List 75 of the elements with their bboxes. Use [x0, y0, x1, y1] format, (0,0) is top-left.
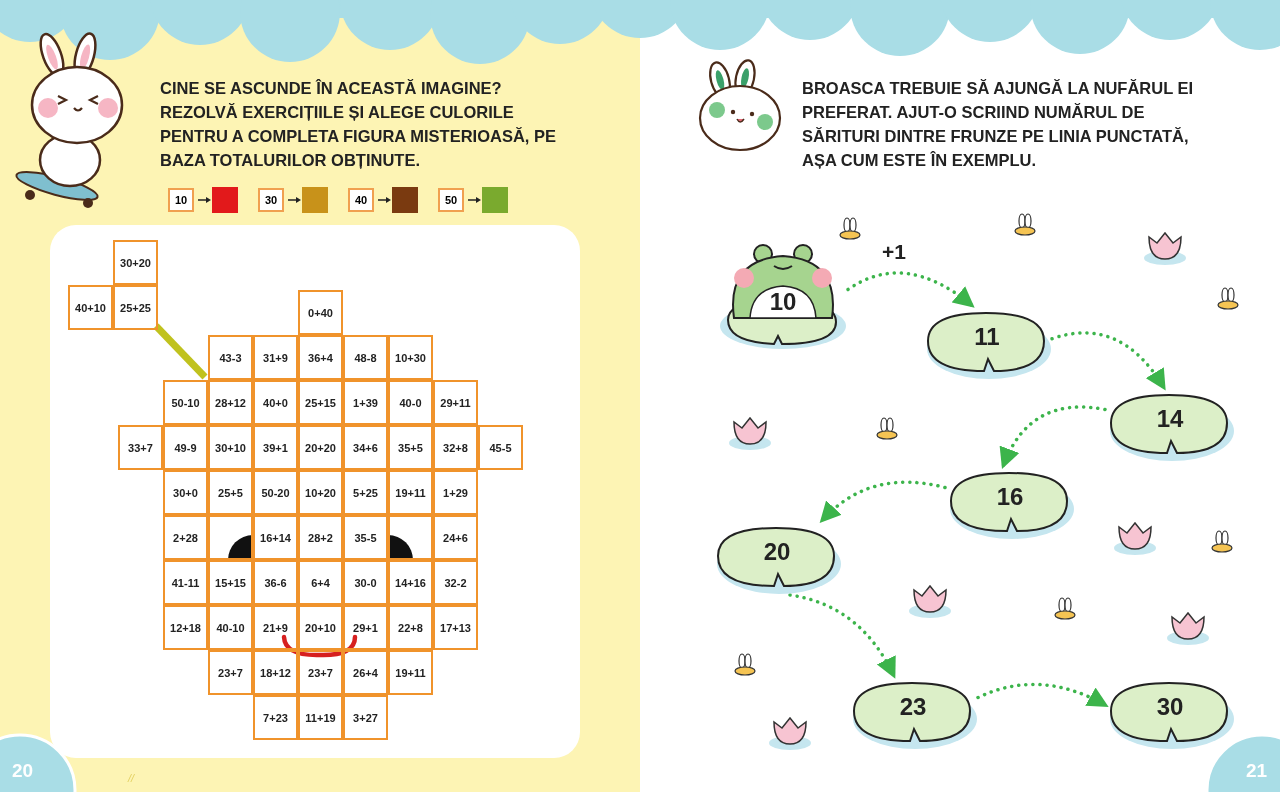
exercise-cell: 40+0 [253, 380, 298, 425]
exercise-cell: 25+5 [208, 470, 253, 515]
exercise-cell: 19+11 [388, 470, 433, 515]
exercise-cell: 5+25 [343, 470, 388, 515]
exercise-cell: 41-11 [163, 560, 208, 605]
exercise-cell: 18+12 [253, 650, 298, 695]
pad-number: 10 [768, 288, 798, 316]
exercise-cell: 14+16 [388, 560, 433, 605]
dotted-arrow [976, 682, 1109, 707]
exercise-cell: 30+0 [163, 470, 208, 515]
exercise-cell: 2+28 [163, 515, 208, 560]
legend-value: 50 [438, 188, 464, 212]
exercise-cell: 36+4 [298, 335, 343, 380]
exercise-cell: 40+10 [68, 285, 113, 330]
exercise-cell: 30-0 [343, 560, 388, 605]
exercise-cell: 28+2 [298, 515, 343, 560]
exercise-cell: 6+4 [298, 560, 343, 605]
exercise-cell: 39+1 [253, 425, 298, 470]
exercise-cell: 25+15 [298, 380, 343, 425]
exercise-cell: 15+15 [208, 560, 253, 605]
exercise-cell: 45-5 [478, 425, 523, 470]
exercise-cell: 26+4 [343, 650, 388, 695]
exercise-cell: 36-6 [253, 560, 298, 605]
exercise-cell: 0+40 [298, 290, 343, 335]
dotted-arrow [846, 271, 975, 308]
exercise-cell: 50-10 [163, 380, 208, 425]
dotted-arrow [788, 593, 896, 679]
exercise-cell: 1+39 [343, 380, 388, 425]
exercise-cell: 30+10 [208, 425, 253, 470]
exercise-cell: 20+10 [298, 605, 343, 650]
page-number: 20 [12, 760, 34, 782]
legend-value: 30 [258, 188, 284, 212]
exercise-cell: 32+8 [433, 425, 478, 470]
page-mark: // [128, 772, 135, 784]
exercise-cell: 10+30 [388, 335, 433, 380]
exercise-cell: 7+23 [253, 695, 298, 740]
exercise-cell: 31+9 [253, 335, 298, 380]
page-number: 21 [1246, 760, 1268, 782]
instruction-text: BROASCA TREBUIE SĂ AJUNGĂ LA NUFĂRUL EI PREFERAT. AJUT-O SCRIIND NUMĂRUL DE SĂRITURI DINTRE FRUNZE PE LINIA PUNCTATĂ, AȘA CUM ESTE ÎN EXEMPLU. [802, 78, 1195, 171]
exercise-cell: 10+20 [298, 470, 343, 515]
exercise-cell: 23+7 [298, 650, 343, 695]
dotted-arrow [1000, 405, 1107, 469]
exercise-cell: 40-10 [208, 605, 253, 650]
exercise-cell: 3+27 [343, 695, 388, 740]
exercise-cell: 22+8 [388, 605, 433, 650]
dotted-arrow [819, 480, 947, 523]
exercise-cell: 25+25 [113, 285, 158, 330]
dotted-arrow [1050, 331, 1166, 391]
exercise-cell: 17+13 [433, 605, 478, 650]
exercise-cell: 11+19 [298, 695, 343, 740]
instruction-text: CINE SE ASCUNDE ÎN ACEASTĂ IMAGINE? REZOLVĂ EXERCIȚIILE ȘI ALEGE CULORILE PENTRU A COMPLETA FIGURA MISTERIOASĂ, PE BAZA TOTALURILOR OBȚINUTE. [160, 78, 557, 171]
exercise-cell: 29+11 [433, 380, 478, 425]
legend-value: 10 [168, 188, 194, 212]
exercise-cell: 1+29 [433, 470, 478, 515]
exercise-cell: 12+18 [163, 605, 208, 650]
exercise-cell: 16+14 [253, 515, 298, 560]
exercise-cell: 32-2 [433, 560, 478, 605]
exercise-cell: 24+6 [433, 515, 478, 560]
exercise-cell: 40-0 [388, 380, 433, 425]
exercise-cell: 50-20 [253, 470, 298, 515]
exercise-cell: 23+7 [208, 650, 253, 695]
legend-value: 40 [348, 188, 374, 212]
exercise-cell: 48-8 [343, 335, 388, 380]
exercise-cell: 29+1 [343, 605, 388, 650]
exercise-cell: 35+5 [388, 425, 433, 470]
exercise-cell: 28+12 [208, 380, 253, 425]
exercise-cell: 21+9 [253, 605, 298, 650]
exercise-cell: 49-9 [163, 425, 208, 470]
exercise-cell: 30+20 [113, 240, 158, 285]
exercise-cell: 34+6 [343, 425, 388, 470]
exercise-cell: 33+7 [118, 425, 163, 470]
exercise-cell: 43-3 [208, 335, 253, 380]
exercise-cell: 20+20 [298, 425, 343, 470]
exercise-cell: 19+11 [388, 650, 433, 695]
exercise-cell: 35-5 [343, 515, 388, 560]
